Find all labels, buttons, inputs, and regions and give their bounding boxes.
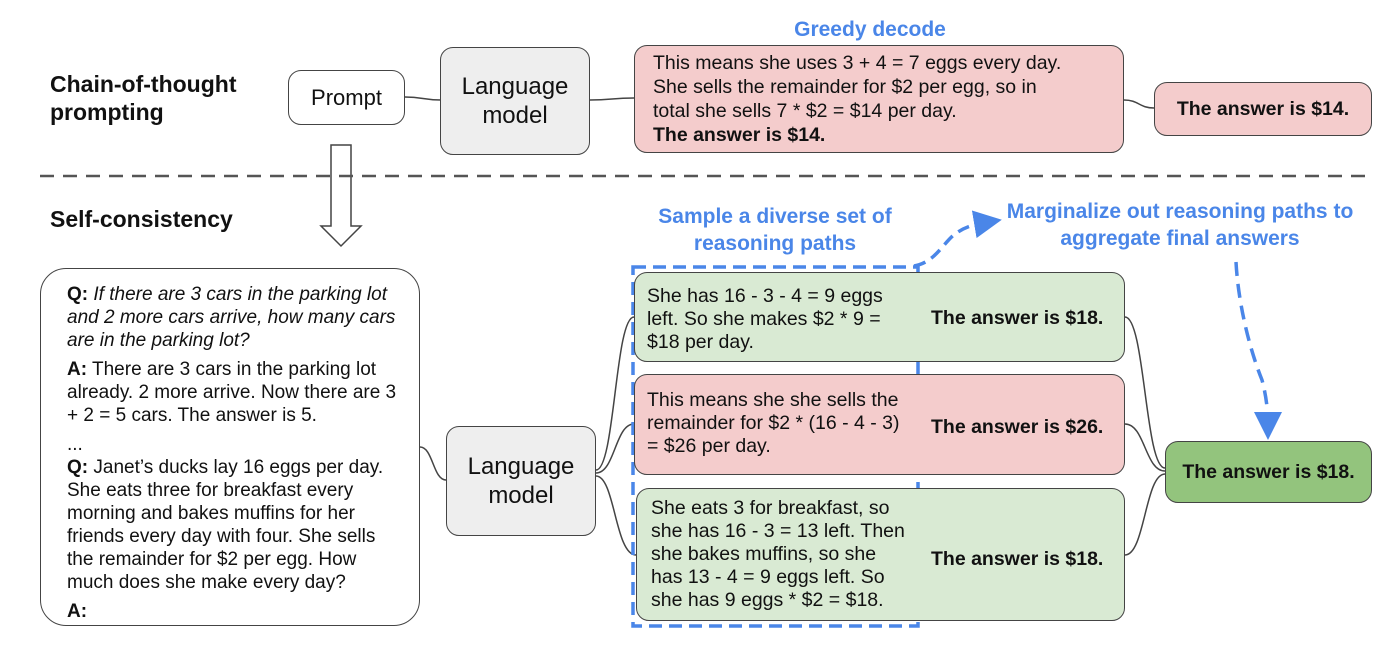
prompt-box: Prompt <box>288 70 405 125</box>
a1-label: A: <box>67 359 88 380</box>
hollow-down-arrow <box>319 144 363 248</box>
marginalize-curved-arrow <box>913 210 1002 268</box>
greedy-decode-label: Greedy decode <box>794 18 946 41</box>
connector-model-to-greedy <box>589 97 635 101</box>
connector-model-to-path-3 <box>595 475 637 556</box>
path-3-line: She eats 3 for breakfast, so <box>651 497 890 519</box>
greedy-line-3: total she sells 7 * $2 = $14 per day. <box>653 100 957 122</box>
path-1-reasoning: She has 16 - 3 - 4 = 9 eggs left. So she… <box>647 285 883 354</box>
language-model-box-bottom: Language model <box>446 426 596 536</box>
path-1-answer: The answer is $18. <box>931 307 1104 329</box>
greedy-line-2: She sells the remainder for $2 per egg, … <box>653 76 1037 98</box>
label-self-consistency: Self-consistency <box>50 206 233 232</box>
greedy-line-1: This means she uses 3 + 4 = 7 eggs every… <box>653 52 1062 74</box>
aggregated-final-answer: The answer is $18. <box>1165 441 1372 503</box>
path-2-line: This means she she sells the <box>647 389 899 411</box>
q1-text: If there are 3 cars in the parking lot a… <box>67 284 396 351</box>
example-answer: A: There are 3 cars in the parking lot a… <box>67 358 399 427</box>
connector-path-2-to-final <box>1124 423 1166 472</box>
greedy-final-answer: The answer is $14. <box>1154 82 1372 136</box>
path-3-line: has 13 - 4 = 9 eggs left. So <box>651 566 885 588</box>
a2-label: A: <box>67 601 88 622</box>
ellipsis: ... <box>67 434 83 455</box>
path-2-answer: The answer is $26. <box>931 416 1104 438</box>
q2-text: Janet’s ducks lay 16 eggs per day. She e… <box>67 457 384 593</box>
connector-greedy-to-answer <box>1123 99 1155 109</box>
greedy-line-4: The answer is $14. <box>653 124 826 146</box>
reasoning-path-3: She eats 3 for breakfast, so she has 16 … <box>636 488 1125 621</box>
reasoning-path-2: This means she she sells the remainder f… <box>634 374 1125 475</box>
sample-paths-label: Sample a diverse set of reasoning paths <box>658 205 892 255</box>
language-model-box-top: Language model <box>440 47 590 155</box>
path-1-line: left. So she makes $2 * 9 = <box>647 308 881 330</box>
path-1-line: She has 16 - 3 - 4 = 9 eggs <box>647 285 883 307</box>
few-shot-prompt-card: Q: If there are 3 cars in the parking lo… <box>40 268 420 626</box>
path-3-line: she has 16 - 3 = 13 left. Then <box>651 520 905 542</box>
connector-path-3-to-final <box>1124 473 1166 556</box>
connector-model-to-path-1 <box>595 316 635 471</box>
path-3-line: she has 9 eggs * $2 = $18. <box>651 589 884 611</box>
target-answer-prompt: A: <box>67 600 399 623</box>
path-1-line: $18 per day. <box>647 331 754 353</box>
target-question: Q: Janet’s ducks lay 16 eggs per day. Sh… <box>67 456 399 594</box>
q1-label: Q: <box>67 284 89 305</box>
label-chain-of-thought: Chain-of-thought prompting <box>50 71 237 125</box>
a1-text: There are 3 cars in the parking lot alre… <box>67 359 397 426</box>
path-3-answer: The answer is $18. <box>931 548 1104 570</box>
path-2-line: remainder for $2 * (16 - 4 - 3) <box>647 412 900 434</box>
connector-card-to-model <box>419 446 447 481</box>
marginalize-label: Marginalize out reasoning paths to aggre… <box>1006 200 1354 250</box>
path-3-line: she bakes muffins, so she <box>651 543 877 565</box>
greedy-output-box: This means she uses 3 + 4 = 7 eggs every… <box>634 45 1124 153</box>
example-question: Q: If there are 3 cars in the parking lo… <box>67 283 399 352</box>
aggregate-down-arrow <box>1234 261 1282 440</box>
path-2-reasoning: This means she she sells the remainder f… <box>647 389 900 458</box>
path-2-line: = $26 per day. <box>647 435 771 457</box>
connector-model-to-path-2 <box>595 423 635 474</box>
path-3-reasoning: She eats 3 for breakfast, so she has 16 … <box>651 497 905 612</box>
connector-path-1-to-final <box>1124 316 1166 469</box>
reasoning-path-1: She has 16 - 3 - 4 = 9 eggs left. So she… <box>634 272 1125 362</box>
connector-prompt-to-model <box>404 96 442 101</box>
q2-label: Q: <box>67 457 89 478</box>
